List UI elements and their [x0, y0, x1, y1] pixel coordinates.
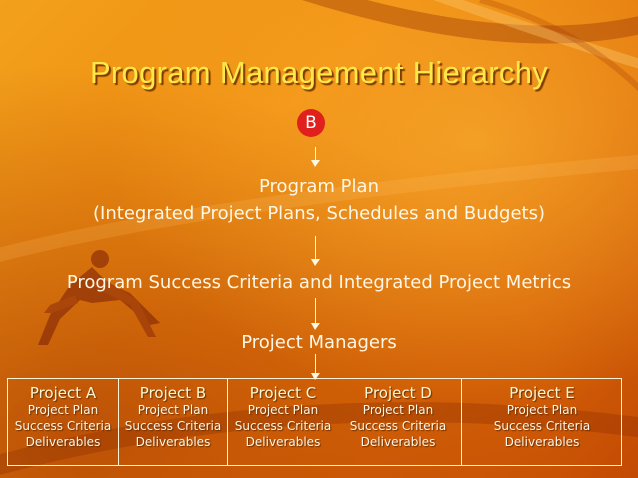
project-name: Project C: [249, 384, 317, 402]
success-criteria: Success Criteria: [493, 419, 591, 433]
down-arrow-icon: [311, 298, 321, 330]
project-plan: Project Plan: [247, 403, 319, 417]
badge-b: B: [297, 109, 325, 137]
deliverables: Deliverables: [360, 435, 436, 449]
deliverables: Deliverables: [504, 435, 580, 449]
program-plan-detail: (Integrated Project Plans, Schedules and…: [93, 203, 545, 224]
program-success-criteria: Program Success Criteria and Integrated …: [66, 272, 572, 293]
project-name: Project E: [509, 384, 575, 402]
project-column: Project C Project Plan Success Criteria …: [227, 379, 338, 465]
project-plan: Project Plan: [506, 403, 578, 417]
project-name: Project A: [29, 384, 97, 402]
down-arrow-icon: [311, 147, 321, 169]
project-column: Project E Project Plan Success Criteria …: [461, 379, 622, 465]
program-plan-label: Program Plan: [259, 176, 379, 197]
success-criteria: Success Criteria: [14, 419, 112, 433]
project-name: Project D: [364, 384, 432, 402]
projects-table: Project A Project Plan Success Criteria …: [7, 378, 622, 466]
sprinter-icon: [38, 250, 160, 345]
deliverables: Deliverables: [25, 435, 101, 449]
success-criteria: Success Criteria: [124, 419, 222, 433]
success-criteria: Success Criteria: [234, 419, 332, 433]
down-arrow-icon: [311, 354, 321, 380]
project-column: Project B Project Plan Success Criteria …: [118, 379, 227, 465]
project-name: Project B: [139, 384, 207, 402]
page-title: Program Management Hierarchy: [89, 55, 549, 90]
success-criteria: Success Criteria: [349, 419, 447, 433]
project-plan: Project Plan: [362, 403, 434, 417]
project-managers-label: Project Managers: [241, 332, 397, 353]
deliverables: Deliverables: [245, 435, 321, 449]
deliverables: Deliverables: [135, 435, 211, 449]
down-arrow-icon: [311, 236, 321, 266]
project-column: Project D Project Plan Success Criteria …: [338, 379, 458, 465]
project-plan: Project Plan: [27, 403, 99, 417]
project-plan: Project Plan: [137, 403, 209, 417]
project-column: Project A Project Plan Success Criteria …: [8, 379, 118, 465]
